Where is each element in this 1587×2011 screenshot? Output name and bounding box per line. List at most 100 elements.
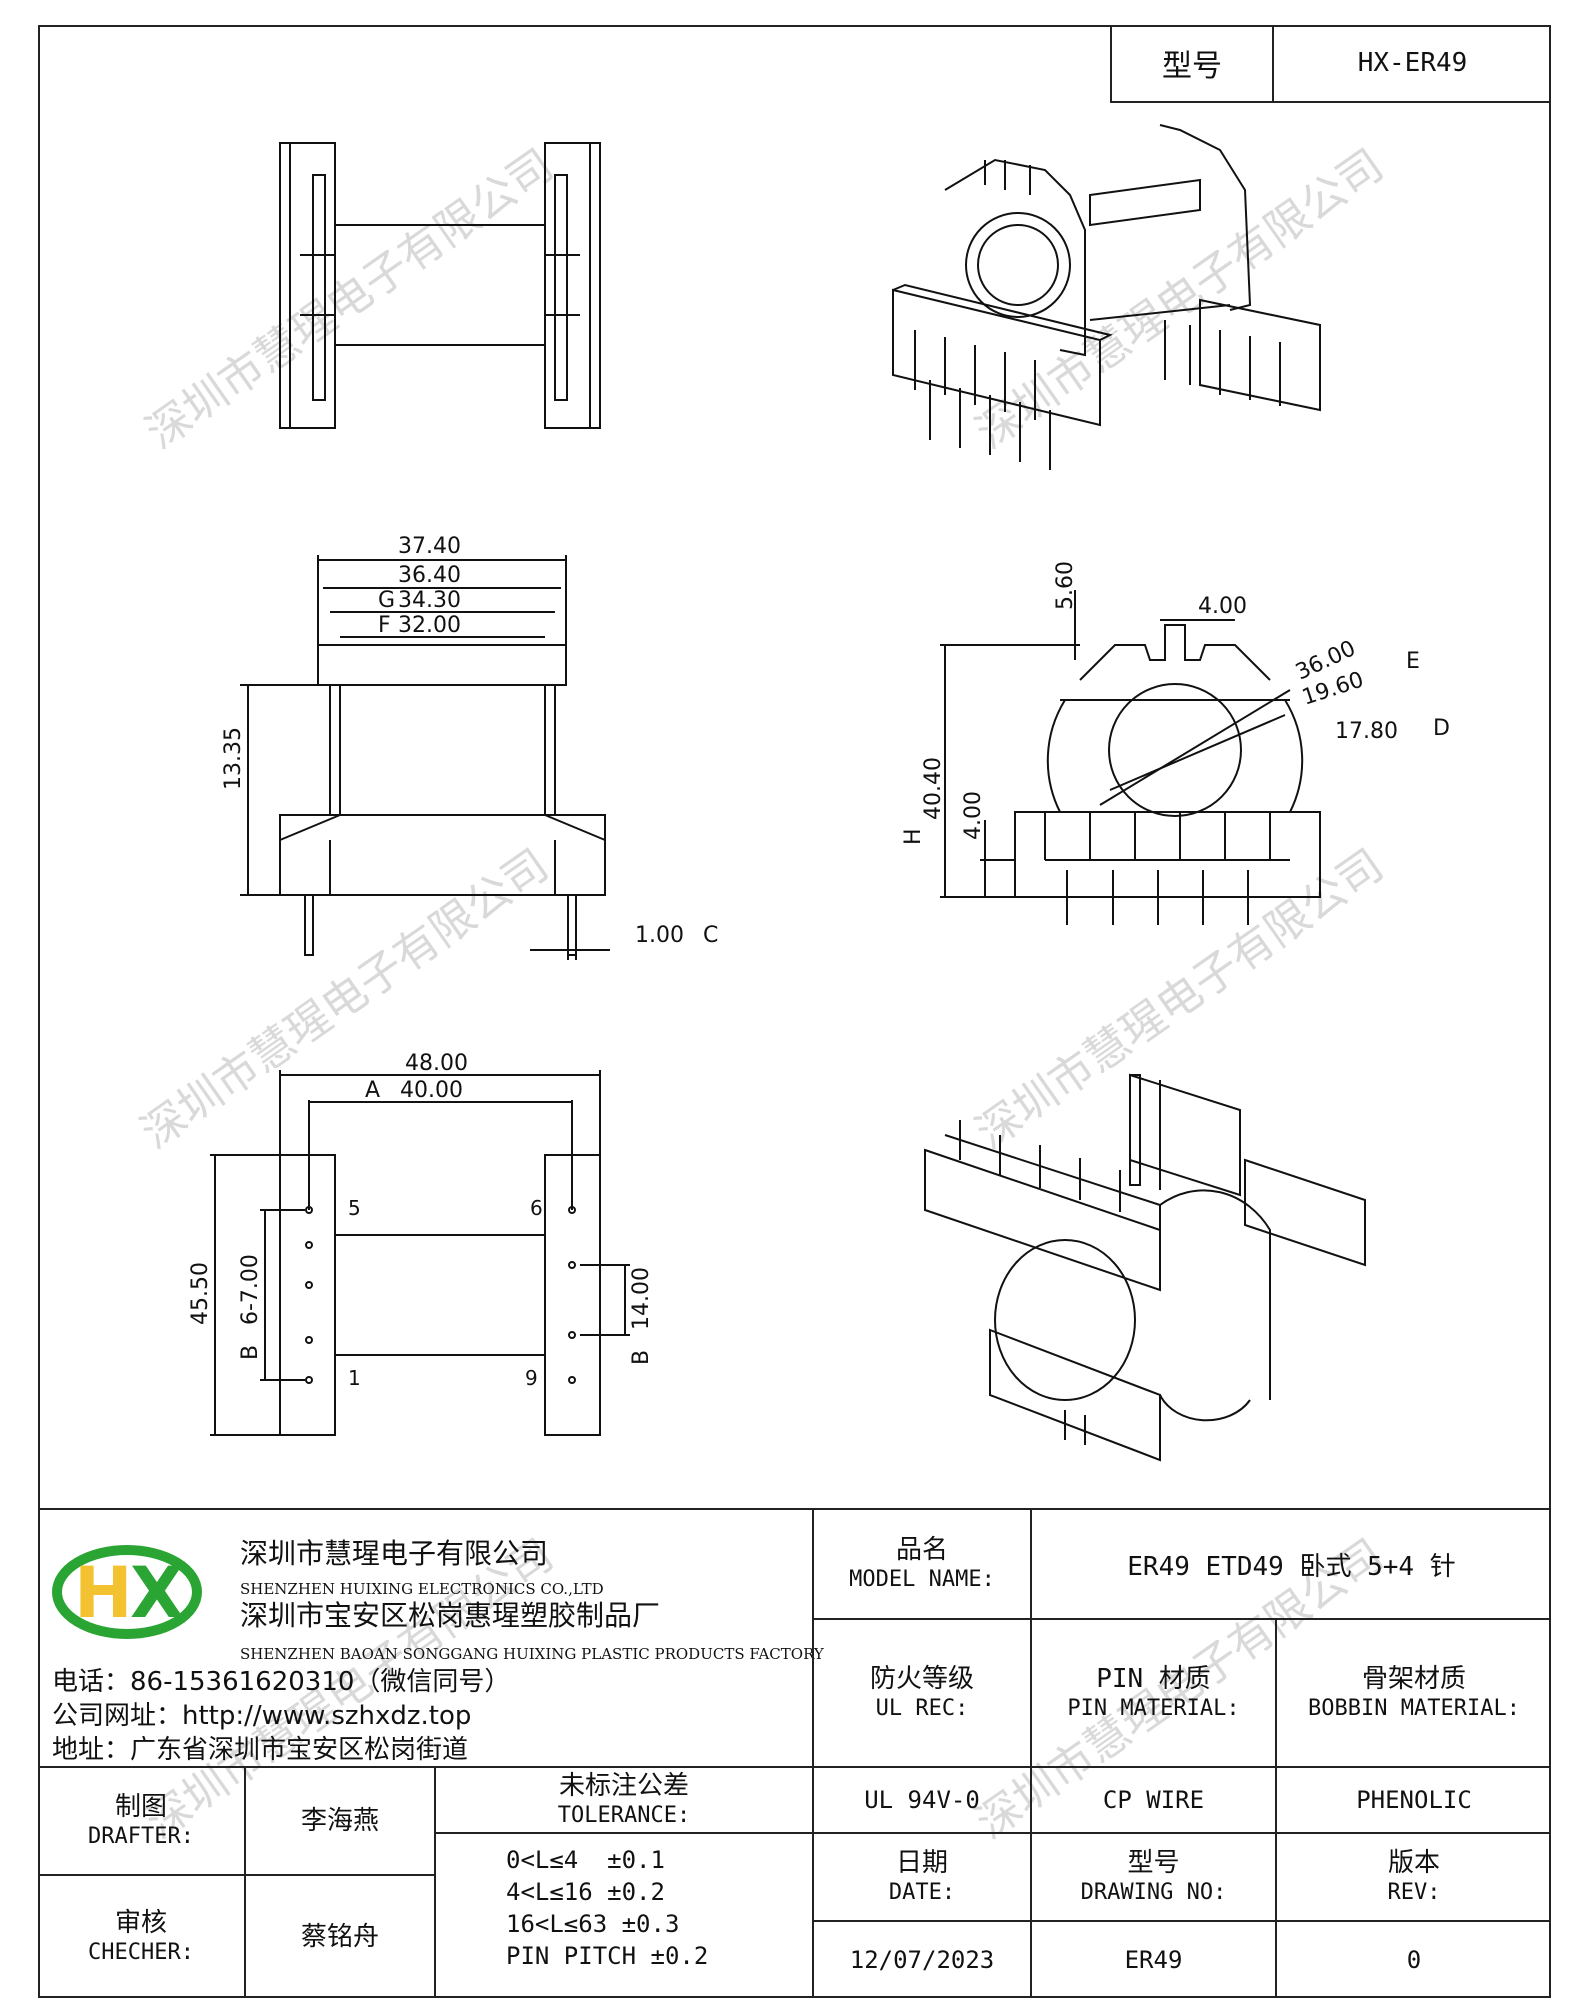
- tolerance-1: 0<L≤4 ±0.1: [506, 1846, 665, 1874]
- bottom-view: [210, 1070, 630, 1436]
- drawing-cn: 型号: [1127, 1848, 1180, 1878]
- side-view: [240, 555, 610, 960]
- pin-material-cn: PIN 材质: [1096, 1664, 1211, 1694]
- side-view-labels: 37.40 36.40 G 34.30 F 32.00 13.35 1.00 C: [221, 534, 718, 948]
- pin-label-9: 9: [525, 1366, 538, 1390]
- model-box: 型号 HX-ER49: [1110, 25, 1551, 103]
- pin-label-1: 1: [348, 1366, 361, 1390]
- date-cn: 日期: [895, 1848, 948, 1878]
- drafter-en: DRAFTER:: [88, 1824, 194, 1849]
- rev-en: REV:: [1387, 1880, 1441, 1905]
- dim-slot-w: 4.00: [1198, 594, 1247, 619]
- company-website: 公司网址：http://www.szhxdz.top: [52, 1701, 472, 1731]
- company-name-en: SHENZHEN HUIXING ELECTRONICS CO.,LTD: [240, 1580, 604, 1598]
- factory-name-cn: 深圳市宝安区松岗惠瑆塑胶制品厂: [240, 1599, 661, 1632]
- tolerance-cn: 未标注公差: [558, 1771, 689, 1801]
- pin-label-6: 6: [530, 1196, 543, 1220]
- dim-d3: 17.80: [1335, 719, 1398, 744]
- pin-value-cell: CP WIRE: [1030, 1766, 1275, 1832]
- tolerance-3: 16<L≤63 ±0.3: [506, 1910, 680, 1938]
- checker-header: 审核 CHECHER:: [38, 1874, 244, 1998]
- iso-view-bottom: [924, 1073, 1366, 1462]
- date-header: 日期 DATE:: [812, 1832, 1030, 1920]
- dim-bh: 45.50: [188, 1262, 213, 1325]
- model-name-cn: 品名: [895, 1535, 948, 1565]
- pin-material-en: PIN MATERIAL:: [1067, 1696, 1240, 1721]
- checker-cn: 审核: [114, 1908, 167, 1938]
- rev-value-cell: 0: [1275, 1920, 1551, 1998]
- factory-name-en: SHENZHEN BAOAN SONGGANG HUIXING PLASTIC …: [240, 1645, 824, 1663]
- tolerance-list: 0<L≤4 ±0.1 4<L≤16 ±0.2 16<L≤63 ±0.3 PIN …: [434, 1832, 812, 1998]
- dim-bright-mark: B: [629, 1350, 654, 1365]
- tolerance-2: 4<L≤16 ±0.2: [506, 1878, 665, 1906]
- date-value: 12/07/2023: [849, 1946, 995, 1974]
- title-block: [38, 1508, 1551, 1998]
- date-value-cell: 12/07/2023: [812, 1920, 1030, 1998]
- checker-name: 蔡铭舟: [300, 1922, 379, 1952]
- dim-w3: 34.30: [398, 588, 461, 613]
- company-address: 地址：广东省深圳市宝安区松岗街道: [52, 1735, 469, 1765]
- drafter-name: 李海燕: [300, 1806, 379, 1836]
- front-view: [940, 590, 1321, 925]
- tolerance-en: TOLERANCE:: [557, 1803, 691, 1828]
- rev-cn: 版本: [1387, 1848, 1440, 1878]
- watermark-4: 深圳市慧瑆电子有限公司: [967, 840, 1393, 1159]
- rev-value: 0: [1406, 1946, 1422, 1974]
- pin-material-header: PIN 材质 PIN MATERIAL:: [1030, 1618, 1275, 1766]
- rev-header: 版本 REV:: [1275, 1832, 1551, 1920]
- drafter-cn: 制图: [114, 1792, 167, 1822]
- bobbin-value: PHENOLIC: [1356, 1786, 1472, 1814]
- dim-d3-mark: D: [1433, 716, 1450, 741]
- drawing-value-cell: ER49: [1030, 1920, 1275, 1998]
- dim-height: 40.40: [921, 757, 946, 820]
- dim-w4-mark: F: [378, 613, 391, 638]
- drawing-header: 型号 DRAWING NO:: [1030, 1832, 1275, 1920]
- dim-pin-mark: C: [703, 923, 718, 948]
- drafter-header: 制图 DRAFTER:: [38, 1766, 244, 1874]
- dim-bw2: 40.00: [400, 1078, 463, 1103]
- model-name-value-cell: ER49 ETD49 卧式 5+4 针: [1030, 1508, 1551, 1618]
- pin-value: CP WIRE: [1102, 1786, 1205, 1814]
- dim-pitch-mark: B: [238, 1345, 263, 1360]
- svg-text:X: X: [130, 1552, 184, 1634]
- dim-bright: 14.00: [629, 1267, 654, 1330]
- model-name-header: 品名 MODEL NAME:: [812, 1508, 1030, 1618]
- bobbin-value-cell: PHENOLIC: [1275, 1766, 1551, 1832]
- dim-w1: 37.40: [398, 534, 461, 559]
- bobbin-material-header: 骨架材质 BOBBIN MATERIAL:: [1275, 1618, 1551, 1766]
- ul-value: UL 94V-0: [864, 1786, 980, 1814]
- logo-icon: H X: [52, 1545, 202, 1639]
- iso-view-top: [892, 124, 1321, 470]
- dim-w4: 32.00: [398, 613, 461, 638]
- pin-label-5: 5: [348, 1196, 361, 1220]
- ul-header: 防火等级 UL REC:: [812, 1618, 1030, 1766]
- drafter-name-cell: 李海燕: [244, 1766, 434, 1874]
- bobbin-material-cn: 骨架材质: [1361, 1664, 1466, 1694]
- dim-pitch: 6-7.00: [238, 1254, 263, 1325]
- company-name-cn: 深圳市慧瑆电子有限公司: [240, 1537, 549, 1570]
- drawing-value: ER49: [1124, 1946, 1183, 1974]
- front-view-labels: 5.60 4.00 36.00 E 19.60 17.80 D 40.40 H …: [901, 561, 1450, 845]
- model-name-en: MODEL NAME:: [849, 1567, 995, 1592]
- dim-pin: 1.00: [635, 923, 684, 948]
- dim-h: 13.35: [221, 727, 246, 790]
- bottom-view-labels: 48.00 A 40.00 45.50 6-7.00 B 14.00 B 5 6…: [188, 1051, 654, 1390]
- model-name-value: ER49 ETD49 卧式 5+4 针: [1127, 1551, 1456, 1582]
- ul-value-cell: UL 94V-0: [812, 1766, 1030, 1832]
- company-logo: H X: [52, 1532, 222, 1662]
- top-view: [279, 142, 601, 429]
- date-en: DATE:: [888, 1880, 956, 1905]
- dim-d1-mark: E: [1406, 649, 1420, 674]
- model-value: HX-ER49: [1357, 48, 1468, 78]
- svg-text:H: H: [74, 1552, 133, 1634]
- bobbin-material-en: BOBBIN MATERIAL:: [1308, 1696, 1520, 1721]
- company-phone: 电话：86-15361620310（微信同号）: [52, 1667, 511, 1697]
- dim-base: 4.00: [961, 791, 986, 840]
- watermark-1: 深圳市慧瑆电子有限公司: [137, 140, 563, 459]
- checker-en: CHECHER:: [88, 1940, 194, 1965]
- dim-slot-h: 5.60: [1053, 561, 1078, 610]
- watermark-3: 深圳市慧瑆电子有限公司: [132, 840, 558, 1159]
- tolerance-header: 未标注公差 TOLERANCE:: [434, 1766, 812, 1832]
- model-label: 型号: [1112, 25, 1274, 101]
